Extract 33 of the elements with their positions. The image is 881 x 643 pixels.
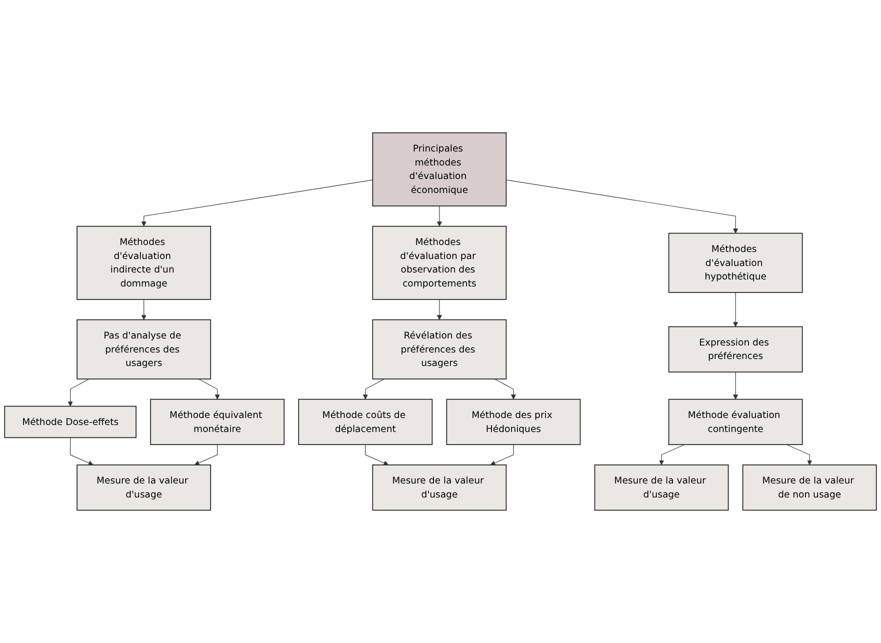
node-box: Mesure de la valeur d'usage	[76, 464, 212, 511]
arrow	[194, 444, 218, 466]
arrow	[198, 378, 220, 400]
node-box: Méthode évaluation contingente	[668, 398, 803, 446]
arrow	[506, 180, 738, 234]
node-box: Méthodes d'évaluation par observation des comportements	[372, 226, 507, 300]
node-box: Mesure de la valeur d'usage	[594, 464, 729, 511]
node-box: Principales méthodes d'évaluation économique	[372, 132, 507, 206]
arrow	[658, 444, 685, 466]
node-box: Méthodes d'évaluation indirecte d'un dommage	[76, 226, 212, 300]
arrow	[362, 378, 385, 400]
node-box: Méthode coûts de déplacement	[298, 398, 433, 446]
arrow	[733, 372, 738, 400]
arrow	[436, 206, 442, 226]
node-box: Expression des préférences	[668, 326, 803, 372]
node-box: Pas d'analyse de préférences des usagers	[76, 319, 212, 380]
arrow	[141, 180, 373, 226]
arrow	[733, 292, 738, 327]
node-box: Méthode Dose-effets	[4, 406, 136, 438]
node-box: Méthodes d'évaluation hypothétique	[668, 232, 803, 293]
arrow	[141, 299, 146, 320]
arrow	[365, 444, 389, 466]
node-box: Mesure de la valeur d'usage	[372, 464, 507, 511]
arrow	[68, 378, 90, 406]
node-box: Méthode équivalent monétaire	[150, 398, 285, 446]
node-box: Révélation des préférences des usagers	[372, 319, 507, 380]
arrow	[436, 299, 442, 320]
node-box: Méthode des prix Hédoniques	[446, 398, 581, 446]
arrow	[70, 437, 94, 466]
arrow	[494, 378, 516, 400]
node-box: Mesure de la valeur de non usage	[742, 464, 877, 511]
arrow	[490, 444, 514, 466]
arrow	[786, 444, 812, 466]
